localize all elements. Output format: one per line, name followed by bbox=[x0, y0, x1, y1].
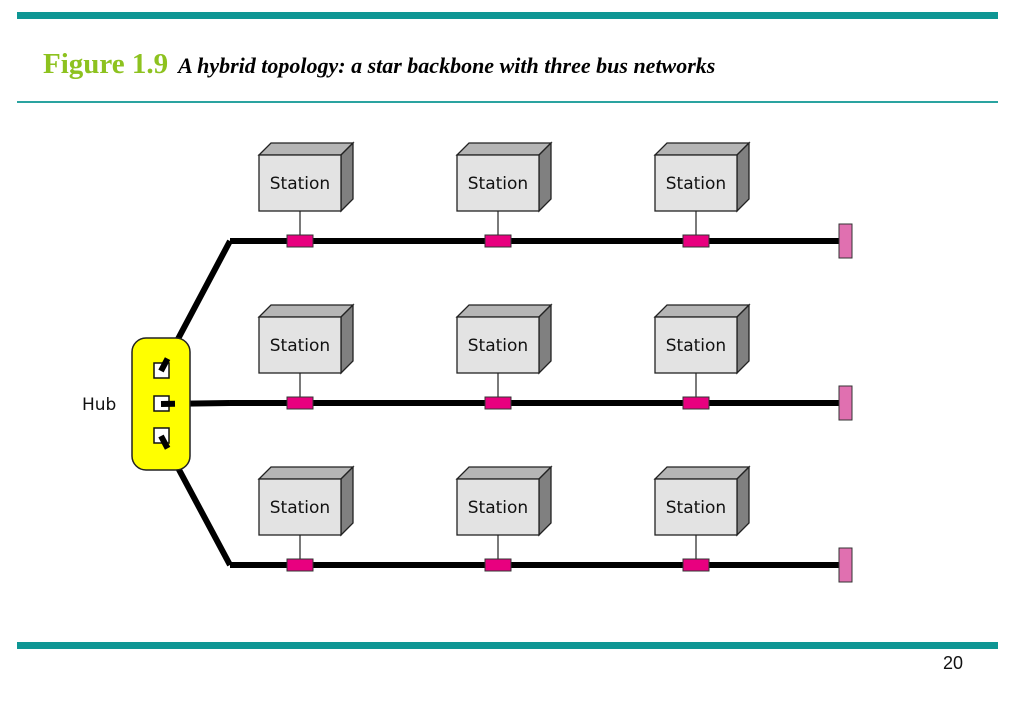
station-top-face bbox=[653, 142, 751, 156]
station-front-face bbox=[258, 478, 342, 536]
station-side-face bbox=[340, 141, 354, 213]
station-label: Station bbox=[468, 336, 528, 356]
bottom-rule bbox=[17, 642, 998, 649]
station: Station bbox=[455, 465, 553, 572]
station-side-face bbox=[736, 141, 750, 213]
page-number: 20 bbox=[943, 653, 964, 673]
station: Station bbox=[653, 141, 751, 248]
station-front-face bbox=[258, 154, 342, 212]
middle-bus: Station Station Station bbox=[230, 303, 853, 421]
port-link-stub bbox=[158, 357, 171, 373]
tap-connector bbox=[286, 234, 314, 248]
station-front-face bbox=[654, 316, 738, 374]
station-label: Station bbox=[468, 498, 528, 518]
station-side-face bbox=[538, 465, 552, 537]
port-link-stub bbox=[158, 434, 171, 450]
station-top-face bbox=[455, 142, 553, 156]
station: Station bbox=[257, 303, 355, 410]
station-top-face bbox=[455, 466, 553, 480]
station-front-face bbox=[456, 154, 540, 212]
station-side-face bbox=[340, 303, 354, 375]
tap-connector bbox=[682, 234, 710, 248]
top-rule bbox=[17, 12, 998, 19]
station-top-face bbox=[257, 142, 355, 156]
station: Station bbox=[257, 141, 355, 248]
station-top-face bbox=[653, 304, 751, 318]
tap-connector bbox=[484, 558, 512, 572]
station: Station bbox=[257, 465, 355, 572]
station-label: Station bbox=[666, 498, 726, 518]
tap-connector bbox=[286, 396, 314, 410]
station-front-face bbox=[654, 154, 738, 212]
station-top-face bbox=[455, 304, 553, 318]
figure-caption: A hybrid topology: a star backbone with … bbox=[178, 53, 716, 78]
hub-label: Hub bbox=[82, 395, 116, 415]
station: Station bbox=[455, 303, 553, 410]
station-label: Station bbox=[666, 174, 726, 194]
bottom-bus: Station Station Station bbox=[230, 465, 853, 583]
bus-terminator bbox=[838, 385, 853, 421]
bus-terminator bbox=[838, 547, 853, 583]
hub: Hub bbox=[82, 337, 191, 471]
station-side-face bbox=[736, 303, 750, 375]
station-label: Station bbox=[270, 498, 330, 518]
station-label: Station bbox=[666, 336, 726, 356]
station-label: Station bbox=[270, 336, 330, 356]
tap-connector bbox=[484, 234, 512, 248]
slide-title: Figure 1.9 A hybrid topology: a star back… bbox=[43, 48, 715, 81]
station-side-face bbox=[538, 303, 552, 375]
station-side-face bbox=[736, 465, 750, 537]
station-top-face bbox=[257, 466, 355, 480]
station: Station bbox=[653, 465, 751, 572]
figure-number: Figure 1.9 bbox=[43, 48, 169, 80]
station-label: Station bbox=[468, 174, 528, 194]
tap-connector bbox=[682, 396, 710, 410]
station-front-face bbox=[456, 316, 540, 374]
tap-connector bbox=[682, 558, 710, 572]
tap-connector bbox=[484, 396, 512, 410]
station-top-face bbox=[257, 304, 355, 318]
title-underline-rule bbox=[17, 101, 998, 103]
tap-connector bbox=[286, 558, 314, 572]
bus-terminator bbox=[838, 223, 853, 259]
station-label: Station bbox=[270, 174, 330, 194]
top-bus: Station Station Station bbox=[230, 141, 853, 259]
station-side-face bbox=[538, 141, 552, 213]
station-front-face bbox=[258, 316, 342, 374]
station-top-face bbox=[653, 466, 751, 480]
station: Station bbox=[455, 141, 553, 248]
station-front-face bbox=[456, 478, 540, 536]
station-front-face bbox=[654, 478, 738, 536]
station: Station bbox=[653, 303, 751, 410]
station-side-face bbox=[340, 465, 354, 537]
